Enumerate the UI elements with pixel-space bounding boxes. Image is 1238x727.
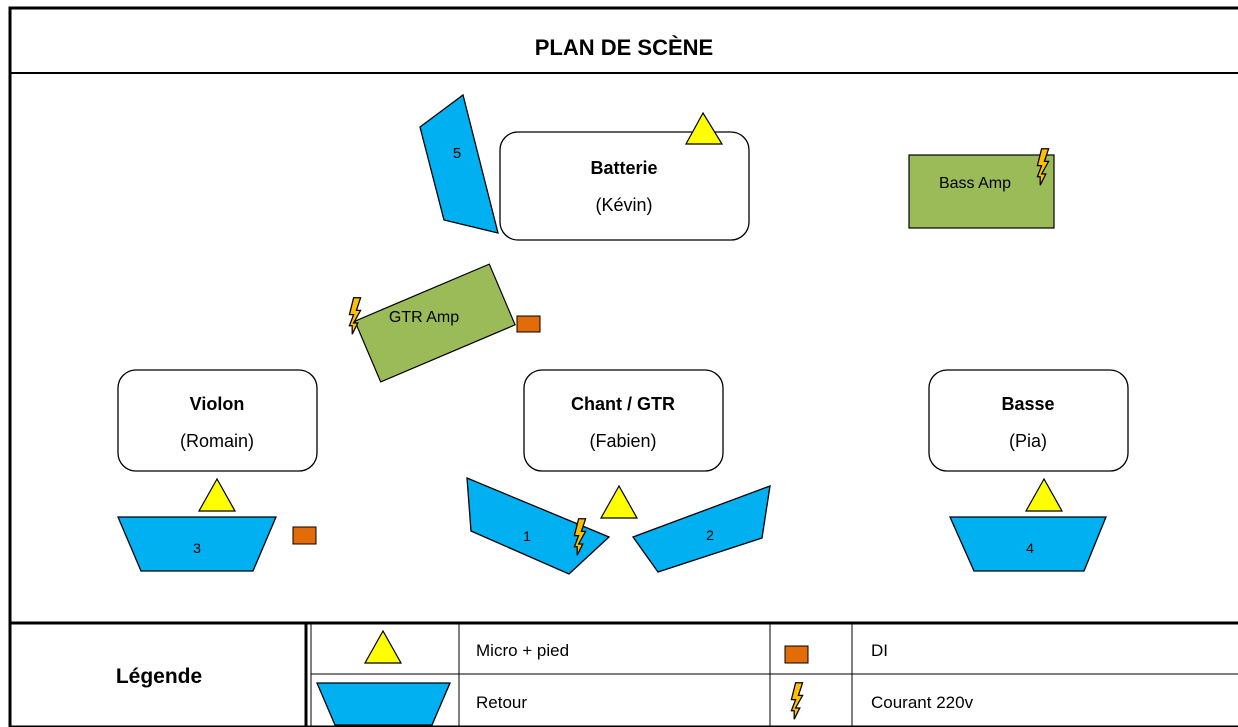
legend-mic-icon	[363, 629, 403, 664]
outer-frame	[8, 6, 1238, 727]
gtr-di-icon	[516, 315, 541, 333]
batterie-name: Batterie	[590, 158, 657, 178]
batterie-person: (Kévin)	[595, 195, 652, 215]
basse-person: (Pia)	[1009, 431, 1047, 451]
legend-return-label: Retour	[476, 693, 527, 712]
monitor-2-label: 2	[706, 527, 714, 543]
legend-heading: Légende	[116, 665, 202, 688]
legend-power-label: Courant 220v	[871, 693, 974, 712]
violon-name: Violon	[190, 394, 245, 414]
chant-person: (Fabien)	[589, 431, 656, 451]
violon-position	[117, 369, 318, 472]
bass-amp	[908, 154, 1055, 229]
batterie-position	[499, 131, 750, 241]
chant-position	[523, 369, 724, 472]
chant-mic-icon	[599, 484, 639, 519]
gtr-amp	[354, 263, 516, 383]
legend-di-label: DI	[871, 641, 888, 660]
monitor-2	[631, 485, 771, 573]
monitor-3-label: 3	[193, 540, 201, 556]
monitor-5-label: 5	[453, 145, 461, 162]
monitor-4	[948, 516, 1107, 572]
legend-return-icon	[316, 682, 451, 726]
violon-person: (Romain)	[180, 431, 254, 451]
basse-mic-icon	[1024, 477, 1064, 512]
violon-di-icon	[292, 526, 317, 545]
chant-name: Chant / GTR	[571, 394, 675, 414]
monitor-3	[117, 516, 277, 572]
basse-name: Basse	[1001, 394, 1054, 414]
monitor-1-label: 1	[523, 528, 531, 544]
legend-table	[304, 623, 1238, 727]
violon-mic-icon	[197, 477, 237, 512]
legend-mic-label: Micro + pied	[476, 641, 569, 660]
bass-amp-label: Bass Amp	[939, 175, 1011, 192]
gtr-amp-label: GTR Amp	[389, 309, 459, 326]
monitor-4-label: 4	[1026, 540, 1034, 556]
batterie-mic-icon	[684, 111, 724, 145]
legend-di-icon	[784, 645, 809, 664]
monitor-1	[466, 476, 611, 575]
basse-position	[928, 369, 1129, 472]
page-title: PLAN DE SCÈNE	[535, 35, 713, 60]
monitor-5	[419, 93, 499, 234]
